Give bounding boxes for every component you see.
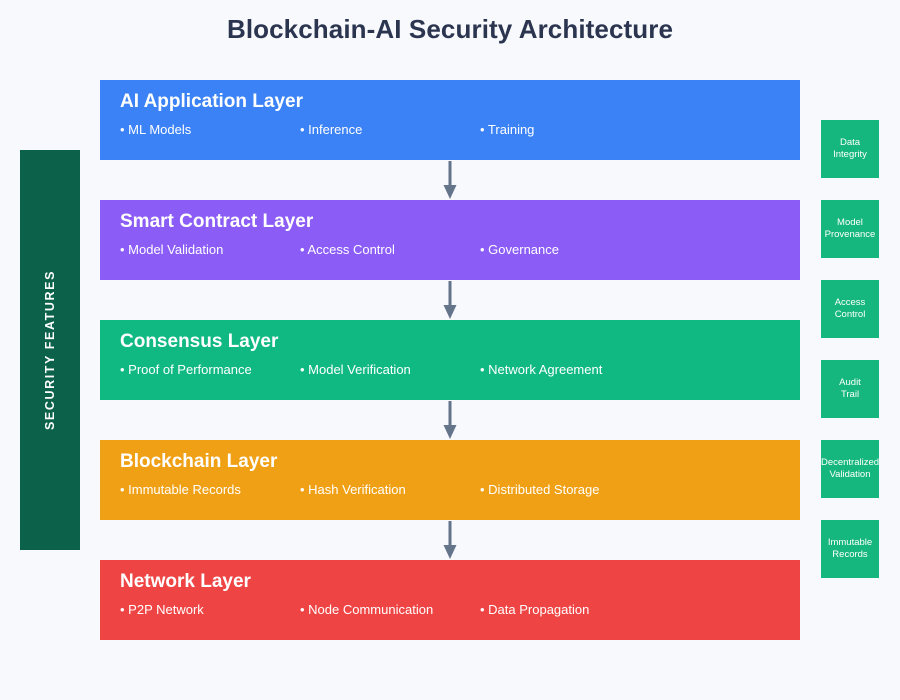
layer-item: • P2P Network	[120, 602, 204, 617]
layer-item: • Proof of Performance	[120, 362, 252, 377]
layer-title: Blockchain Layer	[120, 451, 278, 472]
feature-label: Model Provenance	[824, 217, 876, 240]
layer-item-list: • Proof of Performance • Model Verificati…	[120, 362, 790, 382]
arrow-down-icon	[442, 521, 458, 559]
sidebar-label: SECURITY FEATURES	[43, 269, 57, 431]
layer-item: • Distributed Storage	[480, 482, 600, 497]
layer-item: • Model Validation	[120, 242, 224, 257]
feature-label: Access Control	[834, 297, 866, 320]
layer-block[interactable]: Blockchain Layer • Immutable Records • Has…	[100, 440, 800, 520]
arrow-down-icon	[442, 281, 458, 319]
layer-title: Smart Contract Layer	[120, 211, 314, 232]
layer-item: • Data Propagation	[480, 602, 590, 617]
feature-box[interactable]: Model Provenance	[821, 200, 879, 258]
layer-item: • Inference	[300, 122, 363, 137]
feature-box[interactable]: Data Integrity	[821, 120, 879, 178]
feature-label: Data Integrity	[833, 137, 867, 160]
layer-block[interactable]: AI Application Layer • ML Models • Inferen…	[100, 80, 800, 160]
layer-item: • Access Control	[300, 242, 395, 257]
layer-item: • Governance	[480, 242, 559, 257]
arrow-down-icon	[442, 161, 458, 199]
layer-block[interactable]: Consensus Layer • Proof of Performance • M…	[100, 320, 800, 400]
layer-title: Network Layer	[120, 571, 251, 592]
layer-title: AI Application Layer	[120, 91, 303, 112]
layer-item-list: • Immutable Records • Hash Verification • …	[120, 482, 790, 502]
layer-item: • Model Verification	[300, 362, 411, 377]
feature-box[interactable]: Audit Trail	[821, 360, 879, 418]
layer-item-list: • P2P Network • Node Communication • Data …	[120, 602, 790, 622]
arrow-down-icon	[442, 401, 458, 439]
security-features-sidebar: SECURITY FEATURES	[20, 150, 80, 550]
feature-label: Audit Trail	[839, 377, 861, 400]
layer-item: • Hash Verification	[300, 482, 406, 497]
layer-title: Consensus Layer	[120, 331, 279, 352]
feature-box[interactable]: Decentralized Validation	[821, 440, 879, 498]
feature-box[interactable]: Immutable Records	[821, 520, 879, 578]
page-title: Blockchain-AI Security Architecture	[226, 14, 674, 44]
layer-item-list: • ML Models • Inference • Training	[120, 122, 790, 142]
layer-item: • Immutable Records	[120, 482, 241, 497]
layer-item: • Training	[480, 122, 535, 137]
feature-box[interactable]: Access Control	[821, 280, 879, 338]
feature-label: Decentralized Validation	[820, 457, 880, 480]
layer-item: • Network Agreement	[480, 362, 603, 377]
layer-block[interactable]: Smart Contract Layer• Model Validation• …	[100, 200, 800, 280]
feature-label: Immutable Records	[827, 537, 873, 560]
layer-item-list: • Model Validation • Access Control • Gove…	[120, 242, 790, 262]
layer-item: • ML Models	[120, 122, 192, 137]
layer-item: • Node Communication	[300, 602, 434, 617]
layer-block[interactable]: Network Layer • P2P Network • Node Communi…	[100, 560, 800, 640]
